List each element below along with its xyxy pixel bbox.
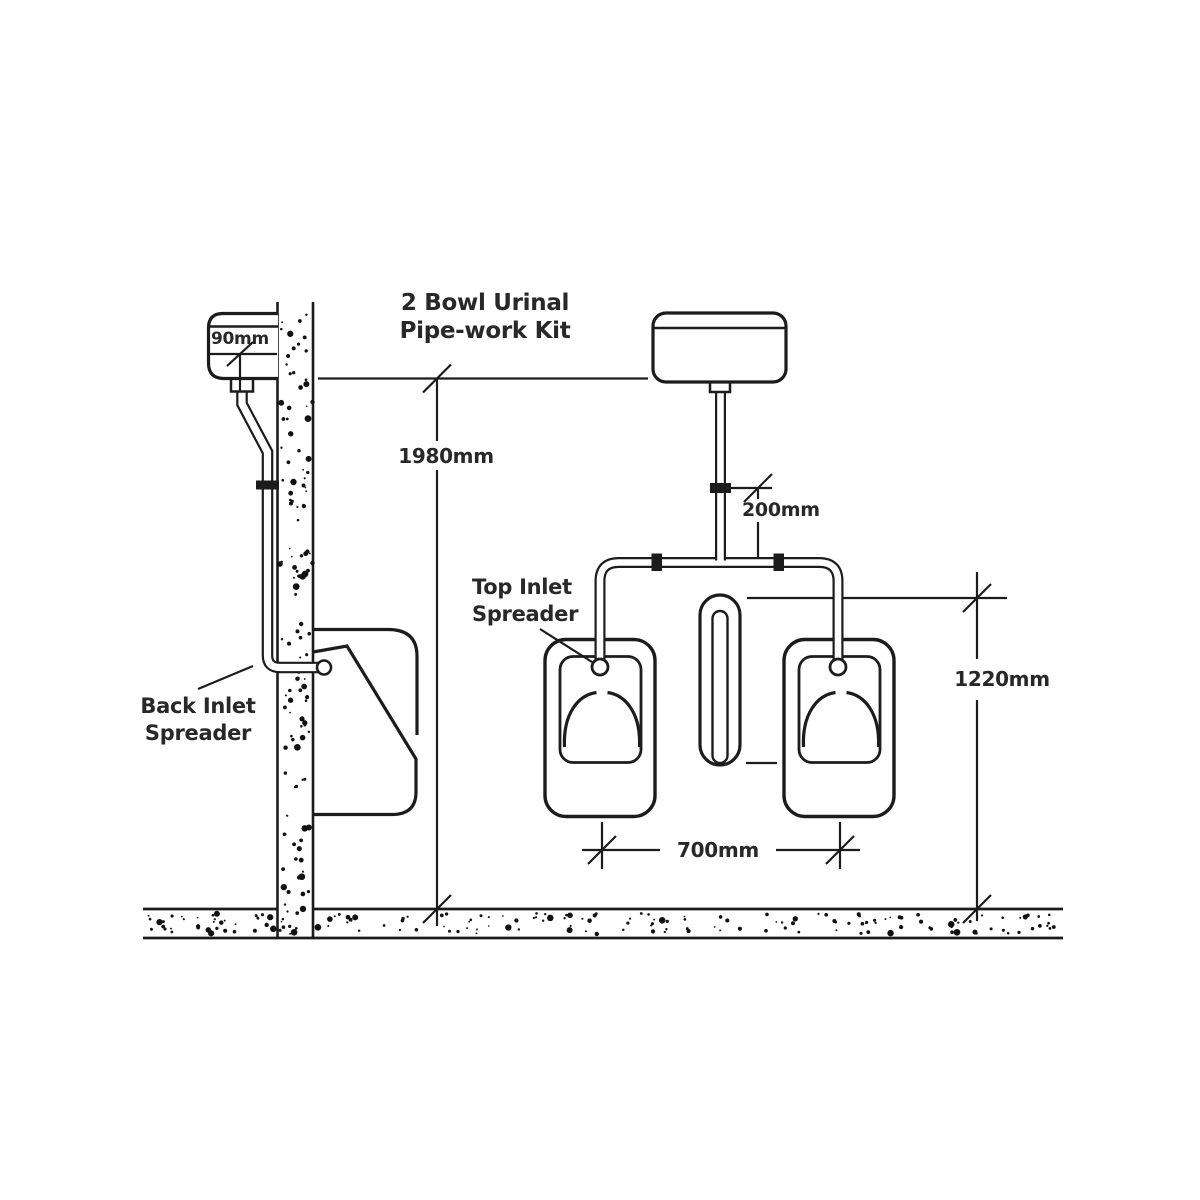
side-urinal-bowl <box>312 627 419 817</box>
top-inlet-spreader-nozzle-left <box>590 657 610 677</box>
manifold-pipe <box>594 557 844 662</box>
dimension-1220 <box>746 572 1007 924</box>
dimension-700 <box>582 822 860 869</box>
dimension-1980 <box>318 363 648 926</box>
back-inlet-label-line-2: Spreader <box>144 721 252 745</box>
stipple-texture <box>147 313 1056 937</box>
title-line-1: 2 Bowl Urinal <box>400 290 570 316</box>
side-cistern <box>206 311 278 381</box>
dimension-90 <box>209 341 277 391</box>
back-inlet-pipe <box>236 391 319 674</box>
front-cistern-outlet <box>708 382 732 394</box>
dimension-label-90mm: 90mm <box>211 329 269 349</box>
dimension-label-1980mm: 1980mm <box>398 444 494 468</box>
dimension-label-200mm: 200mm <box>742 499 820 521</box>
top-inlet-label-line-2: Spreader <box>472 602 579 626</box>
floor <box>143 907 1063 940</box>
diagram-title: 2 Bowl Urinal Pipe-work Kit <box>364 289 606 345</box>
top-inlet-label-line-1: Top Inlet <box>472 575 572 599</box>
top-inlet-spreader-label: Top Inlet Spreader <box>472 574 578 628</box>
back-inlet-label-line-1: Back Inlet <box>140 694 256 718</box>
left-urinal-bowl <box>543 637 657 819</box>
central-waste-pipe <box>698 593 742 767</box>
dimension-200 <box>731 473 773 560</box>
leader-lines <box>197 628 593 691</box>
dimension-label-700mm: 700mm <box>677 838 759 862</box>
dimension-label-1220mm: 1220mm <box>954 667 1050 691</box>
side-cistern-outlet <box>229 378 255 393</box>
top-inlet-spreader-nozzle-right <box>828 657 848 677</box>
back-inlet-spreader-label: Back Inlet Spreader <box>128 693 268 747</box>
pipe-joint-connectors <box>256 480 784 571</box>
title-line-2: Pipe-work Kit <box>399 318 571 344</box>
back-inlet-spreader-nozzle <box>315 659 333 676</box>
wall-section <box>276 302 315 938</box>
front-cistern <box>651 311 788 384</box>
